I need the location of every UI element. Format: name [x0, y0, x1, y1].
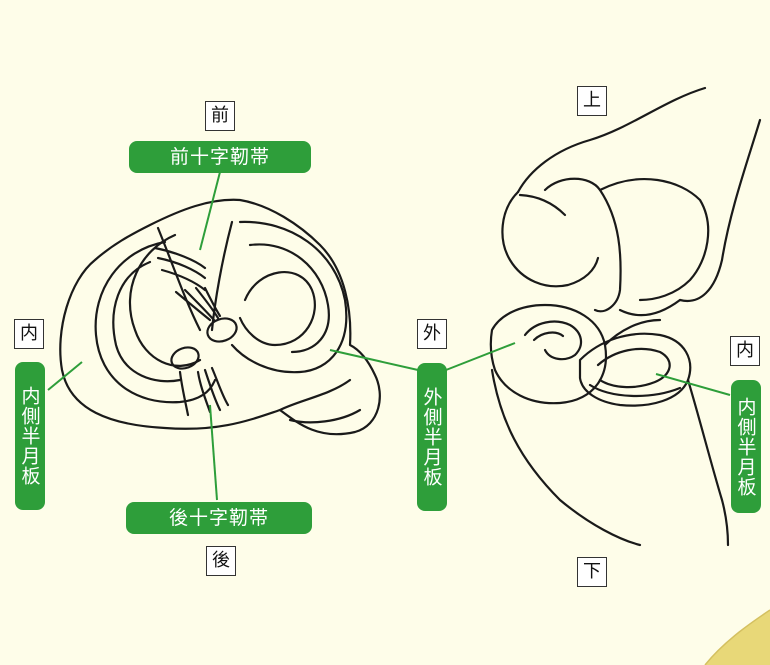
lateral-meniscus-label: 外側半月板 [417, 363, 447, 511]
up-direction-label: 上 [577, 86, 607, 116]
down-direction-label: 下 [577, 557, 607, 587]
inner-direction-label-left: 内 [14, 319, 44, 349]
lateral-meniscus-leader-right [446, 343, 515, 370]
inner-direction-label-right: 内 [730, 336, 760, 366]
tibial-plateau-drawing [60, 200, 380, 434]
medial-meniscus-leader-left [48, 362, 82, 390]
pcl-label: 後十字靭帯 [126, 502, 312, 534]
front-direction-label: 前 [205, 101, 235, 131]
pcl-leader-line [210, 405, 217, 500]
knee-joint-drawing [491, 88, 760, 545]
lateral-meniscus-leader-left [330, 350, 418, 370]
acl-label: 前十字靭帯 [129, 141, 311, 173]
medial-meniscus-label-right: 内側半月板 [731, 380, 761, 513]
medial-meniscus-label-left: 内側半月板 [15, 362, 45, 510]
back-direction-label: 後 [206, 546, 236, 576]
page-curl [705, 610, 770, 665]
outer-direction-label: 外 [417, 319, 447, 349]
acl-leader-line [200, 172, 220, 250]
